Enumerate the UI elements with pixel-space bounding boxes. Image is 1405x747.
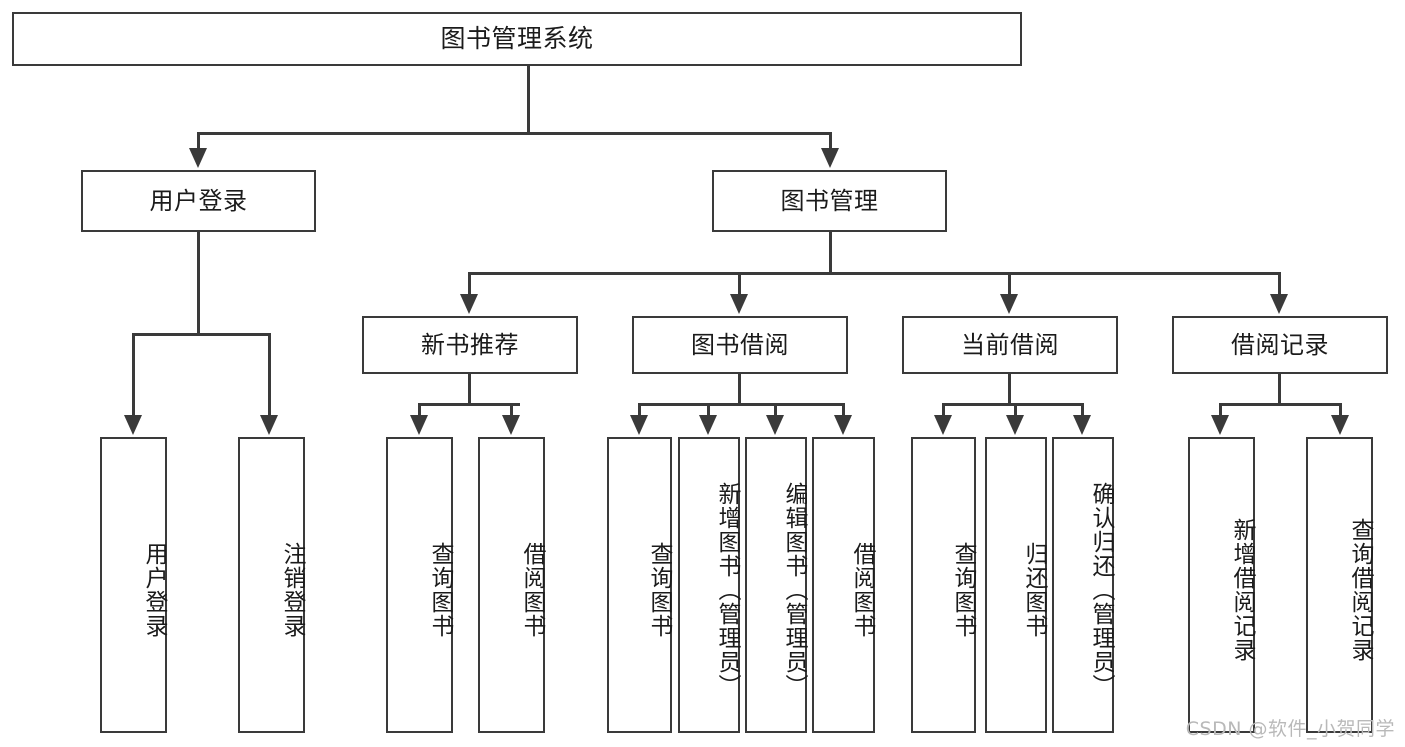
edge-book-borrow-bus — [638, 403, 844, 406]
node-label: 用户登录 — [149, 186, 248, 215]
edge-current-borrow-stem — [1008, 374, 1011, 405]
leaf-query-borrow-record[interactable]: 查询借阅记录 — [1306, 437, 1373, 733]
arrow-cb-to-confirm-return — [1073, 415, 1091, 435]
arrow-user-login-to-leaf-user-login — [124, 415, 142, 435]
arrow-new-book-to-query-book — [410, 415, 428, 435]
node-label: 新增图书（管理员） — [714, 482, 740, 698]
node-label: 借阅图书 — [849, 542, 875, 638]
edge-new-book-drop-2 — [510, 403, 513, 419]
edge-root-to-book-management — [829, 132, 832, 158]
node-label: 编辑图书（管理员） — [781, 482, 807, 698]
node-user-login[interactable]: 用户登录 — [81, 170, 316, 232]
edge-br-drop-1 — [1219, 403, 1222, 419]
edge-root-bus — [197, 132, 831, 135]
leaf-add-book-admin[interactable]: 新增图书（管理员） — [678, 437, 740, 733]
node-label: 图书借阅 — [691, 330, 789, 359]
arrow-bm-to-new-book-recommend — [460, 294, 478, 314]
arrow-bm-to-book-borrow — [730, 294, 748, 314]
node-label: 借阅记录 — [1231, 330, 1329, 359]
arrow-new-book-to-borrow-book — [502, 415, 520, 435]
leaf-user-login[interactable]: 用户登录 — [100, 437, 167, 733]
edge-bb-drop-1 — [638, 403, 641, 419]
node-label: 查询图书 — [427, 542, 453, 638]
edge-book-borrow-stem — [738, 374, 741, 405]
arrow-bb-to-add-book — [699, 415, 717, 435]
edge-user-login-drop-2 — [268, 333, 271, 419]
edge-root-stem — [527, 66, 530, 134]
node-book-management[interactable]: 图书管理 — [712, 170, 947, 232]
edge-bm-drop-1 — [468, 272, 471, 298]
node-book-borrow[interactable]: 图书借阅 — [632, 316, 848, 374]
edge-bm-drop-2 — [738, 272, 741, 298]
node-current-borrow[interactable]: 当前借阅 — [902, 316, 1118, 374]
node-label: 查询借阅记录 — [1347, 518, 1373, 662]
edge-borrow-record-bus — [1219, 403, 1341, 406]
leaf-borrow-book[interactable]: 借阅图书 — [812, 437, 875, 733]
arrow-cb-to-query-book — [934, 415, 952, 435]
arrow-root-to-book-management — [821, 148, 839, 168]
leaf-query-book-borrow[interactable]: 查询图书 — [607, 437, 672, 733]
arrow-root-to-user-login — [189, 148, 207, 168]
edge-borrow-record-stem — [1278, 374, 1281, 405]
edge-user-login-bus — [132, 333, 270, 336]
node-label: 归还图书 — [1021, 542, 1047, 638]
edge-cb-drop-2 — [1014, 403, 1017, 419]
edge-user-login-drop-1 — [132, 333, 135, 419]
edge-new-book-bus — [418, 403, 520, 406]
node-label: 当前借阅 — [961, 330, 1059, 359]
edge-bb-drop-3 — [774, 403, 777, 419]
node-label: 借阅图书 — [519, 542, 545, 638]
leaf-query-book-recommend[interactable]: 查询图书 — [386, 437, 453, 733]
leaf-borrow-book-recommend[interactable]: 借阅图书 — [478, 437, 545, 733]
leaf-query-book-current[interactable]: 查询图书 — [911, 437, 976, 733]
arrow-bb-to-borrow-book — [834, 415, 852, 435]
node-label: 查询图书 — [950, 542, 976, 638]
edge-book-management-bus — [468, 272, 1280, 275]
node-label: 新增借阅记录 — [1229, 518, 1255, 662]
edge-cb-drop-1 — [942, 403, 945, 419]
edge-root-to-user-login — [197, 132, 200, 158]
edge-user-login-stem — [197, 232, 200, 335]
edge-new-book-drop-1 — [418, 403, 421, 419]
edge-bb-drop-2 — [707, 403, 710, 419]
edge-bb-drop-4 — [842, 403, 845, 419]
edge-bm-drop-3 — [1008, 272, 1011, 298]
node-label: 图书管理 — [780, 186, 879, 215]
edge-current-borrow-bus — [942, 403, 1082, 406]
csdn-watermark: CSDN @软件_小贺同学 — [1185, 718, 1395, 740]
node-borrow-record[interactable]: 借阅记录 — [1172, 316, 1388, 374]
arrow-br-to-add-record — [1211, 415, 1229, 435]
node-label: 新书推荐 — [421, 330, 519, 359]
node-new-book-recommend[interactable]: 新书推荐 — [362, 316, 578, 374]
edge-cb-drop-3 — [1081, 403, 1084, 419]
leaf-confirm-return-admin[interactable]: 确认归还（管理员） — [1052, 437, 1114, 733]
node-label: 查询图书 — [646, 542, 672, 638]
node-label: 图书管理系统 — [440, 24, 594, 54]
edge-book-management-stem — [829, 232, 832, 274]
arrow-cb-to-return-book — [1006, 415, 1024, 435]
leaf-logout-login[interactable]: 注销登录 — [238, 437, 305, 733]
node-root-system[interactable]: 图书管理系统 — [12, 12, 1022, 66]
arrow-bb-to-edit-book — [766, 415, 784, 435]
node-label: 注销登录 — [279, 542, 305, 638]
leaf-add-borrow-record[interactable]: 新增借阅记录 — [1188, 437, 1255, 733]
arrow-bm-to-current-borrow — [1000, 294, 1018, 314]
node-label: 用户登录 — [141, 542, 167, 638]
leaf-return-book[interactable]: 归还图书 — [985, 437, 1047, 733]
edge-new-book-stem — [468, 374, 471, 405]
arrow-br-to-query-record — [1331, 415, 1349, 435]
edge-br-drop-2 — [1339, 403, 1342, 419]
leaf-edit-book-admin[interactable]: 编辑图书（管理员） — [745, 437, 807, 733]
edge-bm-drop-4 — [1278, 272, 1281, 298]
node-label: 确认归还（管理员） — [1088, 482, 1114, 698]
arrow-user-login-to-leaf-logout — [260, 415, 278, 435]
arrow-bb-to-query-book — [630, 415, 648, 435]
arrow-bm-to-borrow-record — [1270, 294, 1288, 314]
